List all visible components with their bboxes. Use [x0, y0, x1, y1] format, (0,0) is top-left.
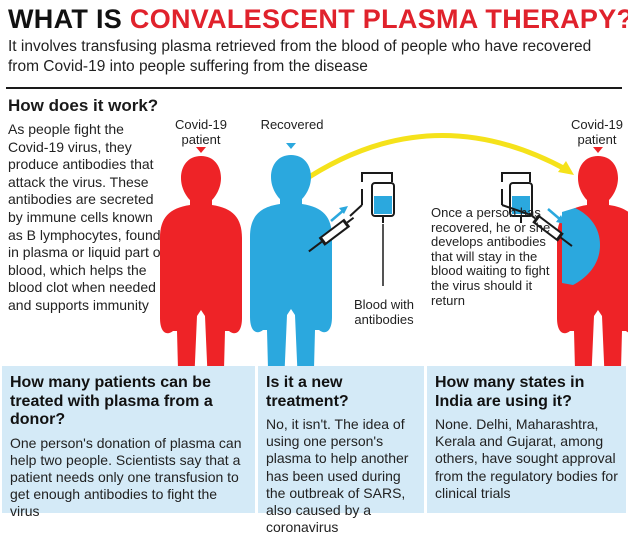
- patient-marker-left: [196, 147, 206, 153]
- recovered-marker: [286, 143, 296, 149]
- donor-iv-bag-icon: [361, 172, 395, 223]
- donor-flow-arrow-icon: [330, 206, 348, 222]
- panel-new-treatment: Is it a new treatment? No, it isn't. The…: [258, 366, 424, 535]
- panel-states-using: How many states in India are using it? N…: [427, 366, 626, 513]
- how-text: As people fight the Covid-19 virus, they…: [8, 121, 165, 313]
- recipient-flow-arrow-icon: [547, 208, 565, 224]
- panel-heading: How many patients can be treated with pl…: [10, 374, 213, 428]
- antibody-fill-area: [562, 208, 600, 285]
- title-part-1: WHAT IS: [8, 4, 130, 34]
- label-patient-left: Covid-19 patient: [174, 117, 228, 147]
- panel-text: None. Delhi, Maharashtra, Kerala and Guj…: [435, 416, 618, 501]
- recipient-iv-bag-icon: [501, 172, 533, 223]
- how-heading: How does it work?: [8, 96, 159, 115]
- diagram-art: [160, 133, 628, 408]
- panel-text: No, it isn't. The idea of using one pers…: [266, 416, 409, 536]
- subtitle: It involves transfusing plasma retrieved…: [8, 38, 592, 75]
- title-part-2: CONVALESCENT PLASMA THERAPY?: [129, 4, 628, 34]
- page-title: WHAT IS CONVALESCENT PLASMA THERAPY?: [8, 2, 628, 36]
- panel-heading: Is it a new treatment?: [266, 374, 349, 410]
- recovery-note: Once a person has recovered, he or she d…: [431, 205, 551, 308]
- label-recovered: Recovered: [260, 117, 324, 132]
- header-divider: [6, 87, 622, 89]
- panel-heading: How many states in India are using it?: [435, 374, 585, 410]
- transfer-arrow-curve: [297, 133, 570, 186]
- label-patient-right: Covid-19 patient: [570, 117, 624, 147]
- panel-patients-per-donor: How many patients can be treated with pl…: [2, 366, 255, 519]
- transfer-arrow-head: [558, 161, 574, 175]
- patient-marker-right: [593, 147, 603, 153]
- panel-text: One person's donation of plasma can help…: [10, 434, 242, 520]
- recipient-syringe-icon: [501, 189, 573, 247]
- blood-label: Blood with antibodies: [354, 297, 414, 327]
- donor-syringe-icon: [308, 189, 363, 253]
